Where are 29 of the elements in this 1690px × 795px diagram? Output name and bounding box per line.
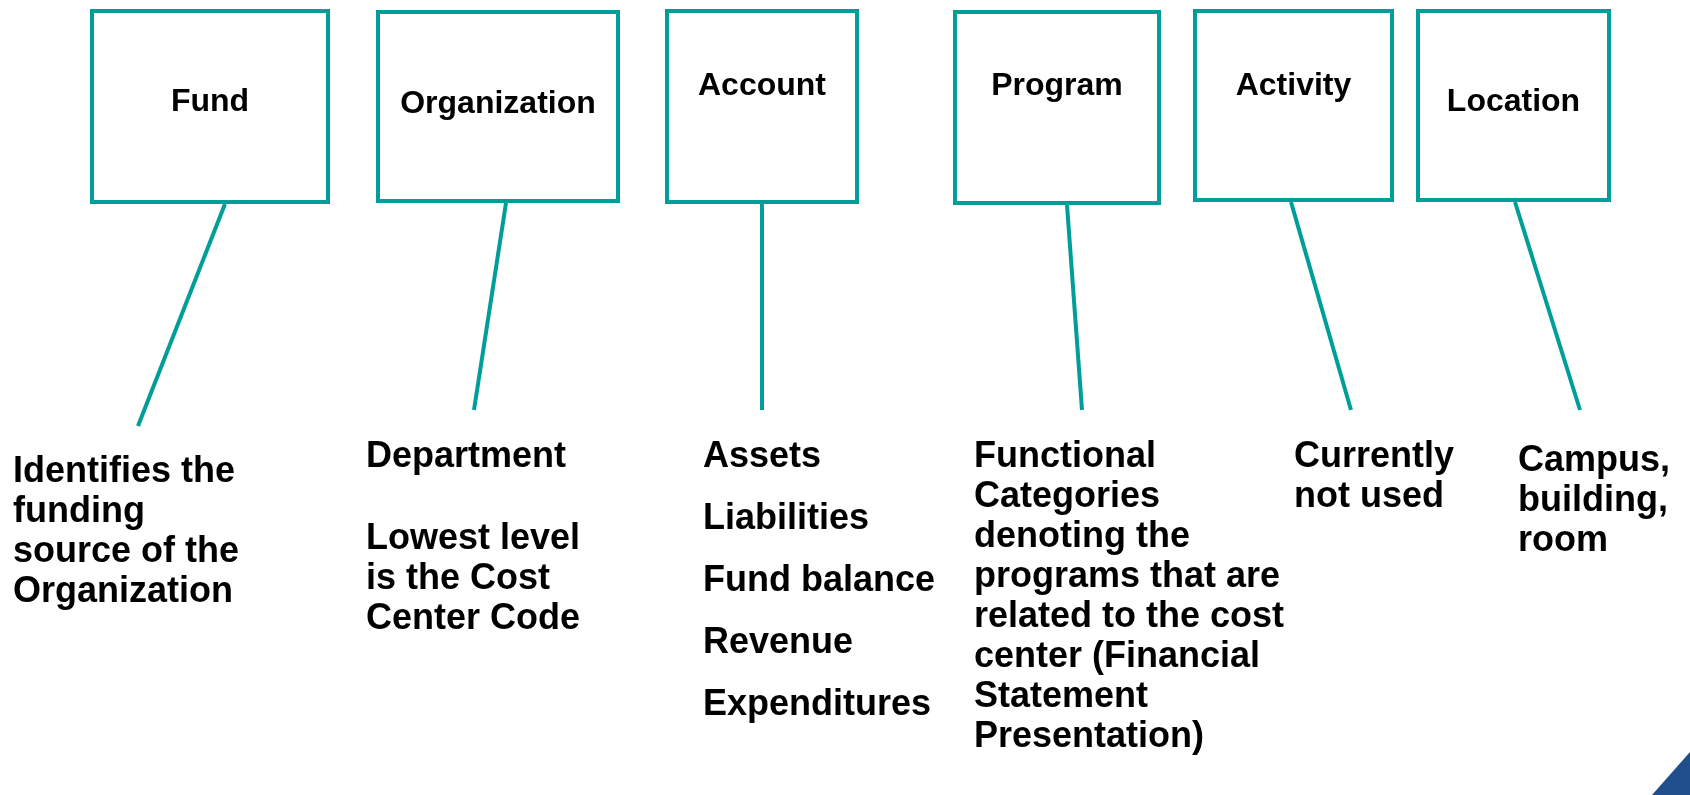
description-text: Assets	[703, 435, 823, 475]
description-text: Functional Categories denoting the programs that are related to the cost center (Financial Statement Presentation)	[974, 435, 1286, 755]
box-label: Organization	[400, 84, 596, 122]
description-text: Expenditures	[703, 683, 933, 723]
box-label: Location	[1446, 82, 1581, 120]
connector-line	[760, 204, 764, 410]
category-box	[953, 10, 1161, 205]
description-text: Identifies the funding source of the Organization	[13, 450, 241, 610]
description-text: Campus, building, room	[1518, 439, 1672, 559]
category-box	[1416, 9, 1611, 202]
description-text: Fund balance	[703, 559, 937, 599]
box-label: Account	[698, 66, 826, 104]
description-text: Currently not used	[1294, 435, 1456, 515]
connector-line	[136, 203, 227, 427]
category-box	[90, 9, 330, 204]
box-label: Activity	[1235, 66, 1352, 104]
connector-line	[1513, 201, 1582, 411]
category-box	[665, 9, 859, 204]
description-text: Lowest level is the Cost Center Code	[366, 517, 582, 637]
box-label: Program	[991, 66, 1123, 104]
description-text: Liabilities	[703, 497, 871, 537]
description-text: Revenue	[703, 621, 855, 661]
connector-line	[1289, 201, 1353, 411]
category-box	[1193, 9, 1394, 202]
description-text: Department	[366, 435, 568, 475]
box-label: Fund	[170, 82, 250, 120]
connector-line	[472, 202, 508, 411]
category-box	[376, 10, 620, 203]
connector-line	[1065, 204, 1084, 411]
